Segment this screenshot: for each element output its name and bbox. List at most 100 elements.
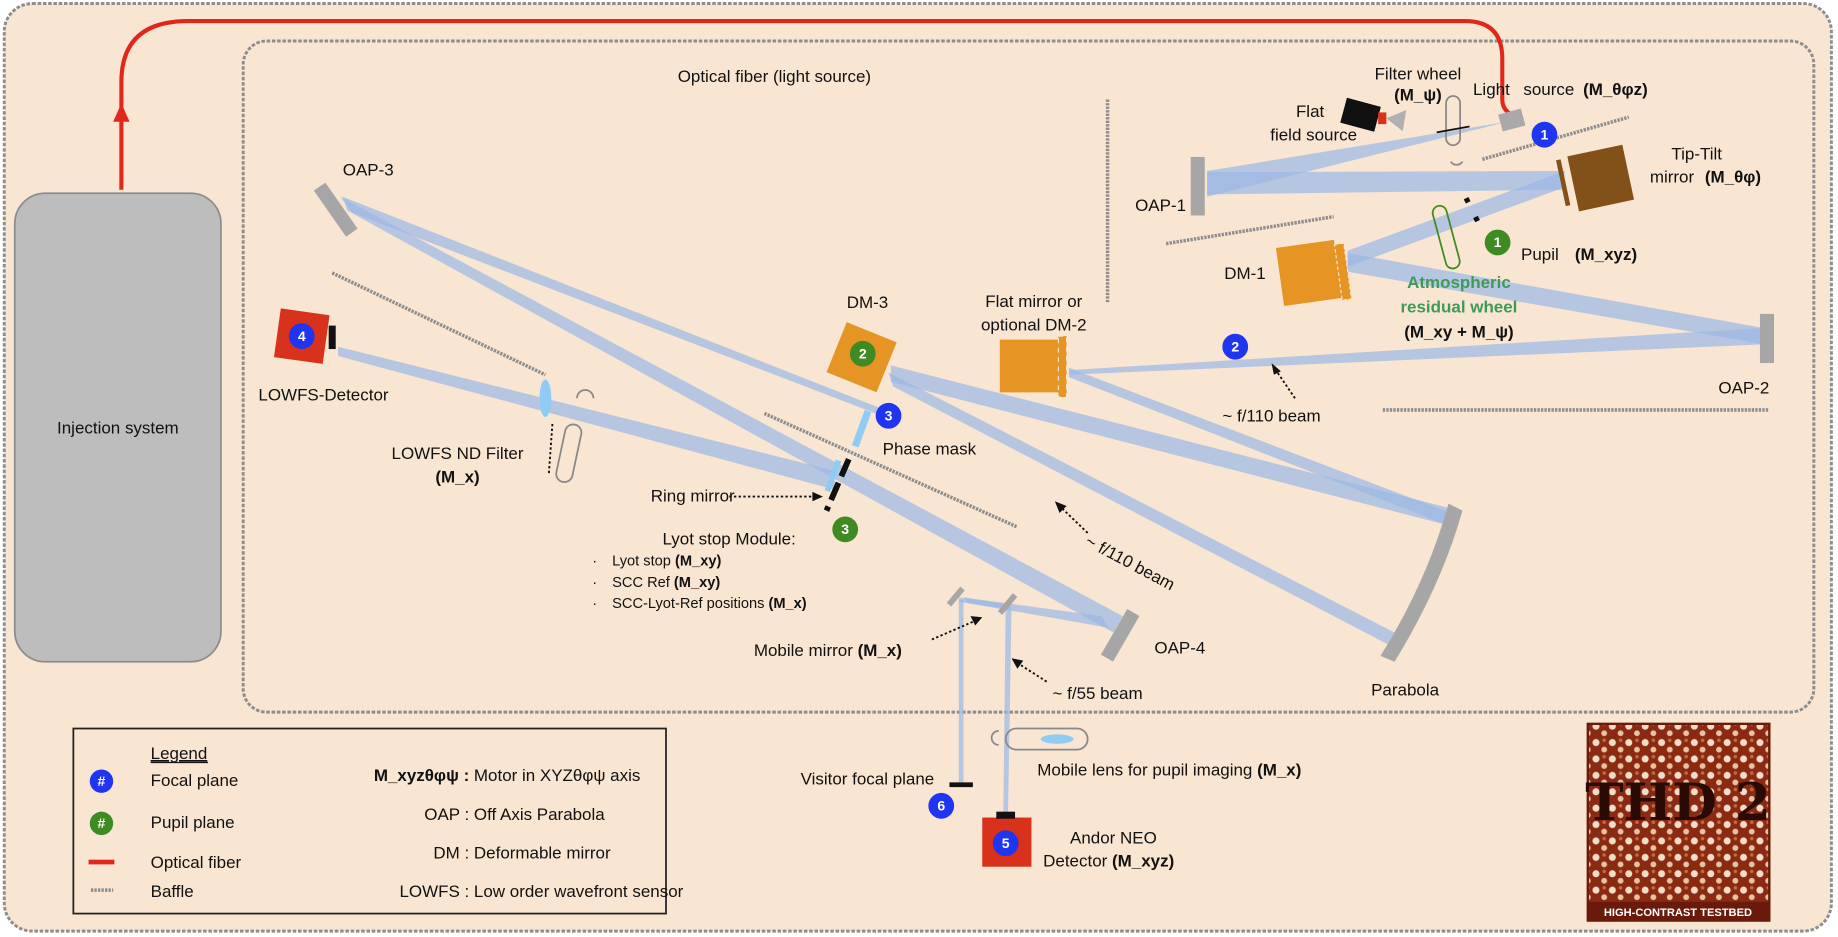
mobile-lens-holder xyxy=(1004,727,1089,751)
baffle xyxy=(331,271,547,377)
lowfs-lens xyxy=(539,379,552,417)
lowfs-detector-window xyxy=(328,325,336,350)
tip-tilt-mirror xyxy=(1567,144,1635,212)
legend-def-key: M_xyzθφψ : xyxy=(374,766,469,785)
legend-symbol: # xyxy=(98,773,106,789)
filter-wheel-hook xyxy=(1450,161,1464,166)
bench-frame xyxy=(241,39,1816,714)
lowfs-filter-hook xyxy=(576,389,595,399)
pupil-plane-markers: 1 2 3 xyxy=(832,229,1511,543)
parabola-label: Parabola xyxy=(1371,681,1439,700)
beam-top-arrow xyxy=(1274,368,1296,399)
light-source-label-2: source xyxy=(1523,80,1574,99)
pupil-plane-marker-2: 2 xyxy=(849,340,876,367)
tip-tilt-label: Tip-Tilt xyxy=(1671,144,1722,163)
baffle xyxy=(1165,214,1334,246)
beam xyxy=(958,599,964,783)
optical-fiber-label: Optical fiber (light source) xyxy=(678,67,871,86)
injection-system-box xyxy=(13,192,222,663)
focal-plane-marker-2: 2 xyxy=(1222,333,1249,360)
ring-mirror-label: Ring mirror xyxy=(651,486,735,505)
svg-text:1: 1 xyxy=(1541,126,1549,142)
legend-def-value: Motor in XYZθφψ axis xyxy=(474,766,640,785)
andor-label-1: Andor NEO xyxy=(1070,828,1157,847)
legend-def-key: OAP : xyxy=(424,805,469,824)
beam xyxy=(1347,252,1764,345)
dm-1-label: DM-1 xyxy=(1224,264,1265,283)
oap-2-mirror xyxy=(1759,313,1775,364)
arrow-head-icon xyxy=(812,491,823,502)
lyot-stop xyxy=(823,457,852,512)
pupil-motor: (M_xyz) xyxy=(1575,245,1637,264)
logo-caption-bar xyxy=(1587,901,1770,921)
pupil-mask-mark xyxy=(1463,197,1471,204)
baffles xyxy=(331,99,1770,529)
oap-4-label: OAP-4 xyxy=(1154,639,1205,658)
arrow-head-icon xyxy=(1054,501,1067,514)
lyot-item: Lyot stop (M_xy) xyxy=(612,554,721,570)
beam xyxy=(342,196,891,420)
arrow-head-icon xyxy=(1271,363,1281,375)
oap-1-label: OAP-1 xyxy=(1135,196,1186,215)
beam xyxy=(1347,171,1565,268)
flat-field-emitter xyxy=(1378,112,1387,125)
beam xyxy=(958,597,1011,610)
beam xyxy=(890,365,1451,525)
legend-item-pupil: Pupil plane xyxy=(151,813,235,832)
dm-1 xyxy=(1275,239,1343,306)
tip-tilt-mount xyxy=(1556,159,1571,207)
flat-field-label-1: Flat xyxy=(1296,102,1325,121)
legend-def-value: Deformable mirror xyxy=(474,844,611,863)
optical-fiber xyxy=(119,19,1519,190)
lowfs-filter-label: LOWFS ND Filter xyxy=(392,444,524,463)
legend-item-baffle: Baffle xyxy=(151,882,194,901)
beam xyxy=(888,372,1395,645)
oap-3-mirror xyxy=(313,182,358,237)
legend-symbol: # xyxy=(98,815,106,831)
focal-plane-marker-1: 1 xyxy=(1531,121,1558,148)
focal-plane-legend-icon xyxy=(89,769,114,793)
svg-text:1: 1 xyxy=(1494,234,1502,250)
focal-plane-markers: 1 2 3 4 5 6 xyxy=(288,121,1558,857)
pupil-mask-mark xyxy=(1473,215,1480,223)
flat-field-label-2: field source xyxy=(1270,126,1357,145)
beam-low-label: ~ f/55 beam xyxy=(1053,684,1143,703)
lyot-item-bullet: · xyxy=(592,554,597,570)
lyot-item: SCC Ref (M_xy) xyxy=(612,575,720,591)
flat-mirror xyxy=(999,339,1059,393)
lyot-item-bullet: · xyxy=(592,596,597,612)
thd2-logo: THD 2 HIGH-CONTRAST TESTBED xyxy=(1585,722,1771,922)
beam xyxy=(338,346,835,490)
flat-mirror-label-2: optional DM-2 xyxy=(981,315,1087,334)
beam xyxy=(1003,606,1012,815)
svg-text:6: 6 xyxy=(937,798,945,814)
lyot-items: · Lyot stop (M_xy) · SCC Ref (M_xy) · SC… xyxy=(592,554,807,612)
oap-1-mirror xyxy=(1190,156,1205,216)
mobile-lens-label: Mobile lens for pupil imaging (M_x) xyxy=(1037,760,1301,779)
oap-3-label: OAP-3 xyxy=(343,161,394,180)
fiber-arrow-icon xyxy=(113,103,130,122)
legend: Legend # # Focal plane Pupil plane Optic… xyxy=(72,727,684,915)
mobile-lens xyxy=(1040,734,1074,744)
flat-mirror-label-1: Flat mirror or xyxy=(985,292,1082,311)
svg-text:2: 2 xyxy=(1231,338,1239,354)
svg-text:3: 3 xyxy=(841,521,849,537)
svg-text:5: 5 xyxy=(1002,835,1010,851)
mobile-lens-hook xyxy=(990,729,999,746)
logo-caption: HIGH-CONTRAST TESTBED xyxy=(1604,907,1752,919)
mobile-mirror-label: Mobile mirror (M_x) xyxy=(754,641,902,660)
atmospheric-label-2: residual wheel xyxy=(1400,298,1517,317)
light-source xyxy=(1498,108,1526,132)
mobile-mirror-arrow xyxy=(931,619,976,641)
logo-text: THD 2 xyxy=(1585,773,1770,833)
flat-mirror-mount xyxy=(1057,335,1068,398)
legend-item-fiber: Optical fiber xyxy=(151,853,242,872)
legend-def-key: LOWFS : xyxy=(399,882,469,901)
arrow-head-icon xyxy=(1011,658,1024,669)
focal-plane-marker-3: 3 xyxy=(875,402,902,429)
mobile-mirror-2 xyxy=(997,593,1018,615)
lyot-title: Lyot stop Module: xyxy=(662,530,795,549)
pupil-label: Pupil xyxy=(1521,245,1559,264)
